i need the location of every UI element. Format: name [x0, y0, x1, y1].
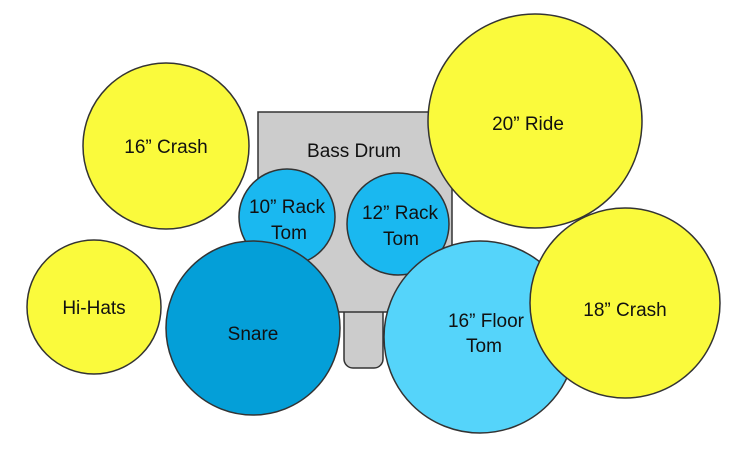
rack-tom-12: 12” Rack Tom	[346, 172, 450, 276]
snare-label: Snare	[228, 324, 279, 345]
crash-18-shape	[529, 207, 721, 399]
crash-18-label: 18” Crash	[583, 300, 666, 321]
rack-tom-10-label-line2: Tom	[271, 223, 307, 244]
rack-tom-10-label-line1: 10” Rack	[249, 197, 326, 218]
floor-tom-16-label-line2: Tom	[466, 336, 502, 357]
hi-hats-label: Hi-Hats	[62, 298, 125, 319]
ride-20-cymbal: 20” Ride	[427, 13, 643, 229]
rack-tom-12-label-line1: 12” Rack	[362, 203, 439, 224]
ride-20-shape	[427, 13, 643, 229]
snare-shape	[165, 240, 341, 416]
ride-20-label: 20” Ride	[492, 114, 564, 135]
crash-16-cymbal: 16” Crash	[82, 62, 250, 230]
crash-16-shape	[82, 62, 250, 230]
hi-hats-shape	[26, 239, 162, 375]
bass-drum-label: Bass Drum	[307, 141, 401, 162]
crash-16-label: 16” Crash	[124, 137, 207, 158]
snare-drum: Snare	[165, 240, 341, 416]
crash-18-cymbal: 18” Crash	[529, 207, 721, 399]
floor-tom-16-label-line1: 16” Floor	[448, 311, 525, 332]
hi-hats-cymbal: Hi-Hats	[26, 239, 162, 375]
rack-tom-12-label-line2: Tom	[383, 229, 419, 250]
rack-tom-12-shape	[346, 172, 450, 276]
floor-tom-16: 16” Floor Tom	[383, 240, 577, 434]
